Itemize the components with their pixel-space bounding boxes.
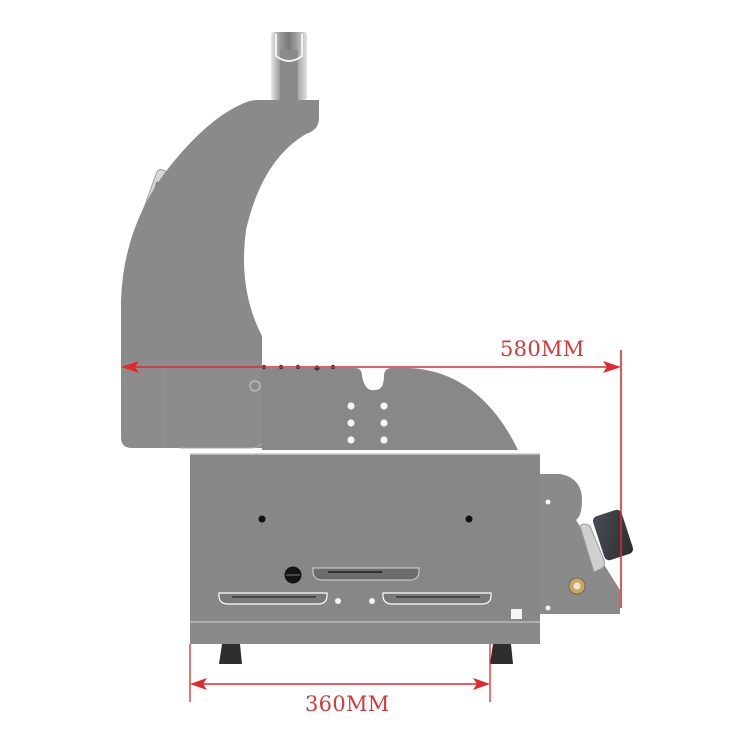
control-panel <box>540 474 620 614</box>
foot-left <box>219 644 242 664</box>
round-badge <box>284 566 302 584</box>
firebox-dome <box>262 368 518 450</box>
overall-depth-label: 580MM <box>500 337 585 361</box>
firebox <box>190 453 540 644</box>
dimension-foot-spacing <box>189 644 491 702</box>
foot-right <box>490 644 513 664</box>
base-rail <box>190 621 540 644</box>
feet <box>219 644 513 664</box>
dimension-overall-depth <box>121 350 622 608</box>
upper-slot <box>312 567 420 581</box>
lid-handle <box>271 32 307 100</box>
igniter-button <box>568 577 586 595</box>
control-knob <box>579 509 634 573</box>
lid-hinge-panel <box>121 360 266 449</box>
vent-holes <box>347 402 388 444</box>
foot-spacing-label: 360MM <box>305 692 390 716</box>
grease-tray-slots <box>218 592 522 619</box>
